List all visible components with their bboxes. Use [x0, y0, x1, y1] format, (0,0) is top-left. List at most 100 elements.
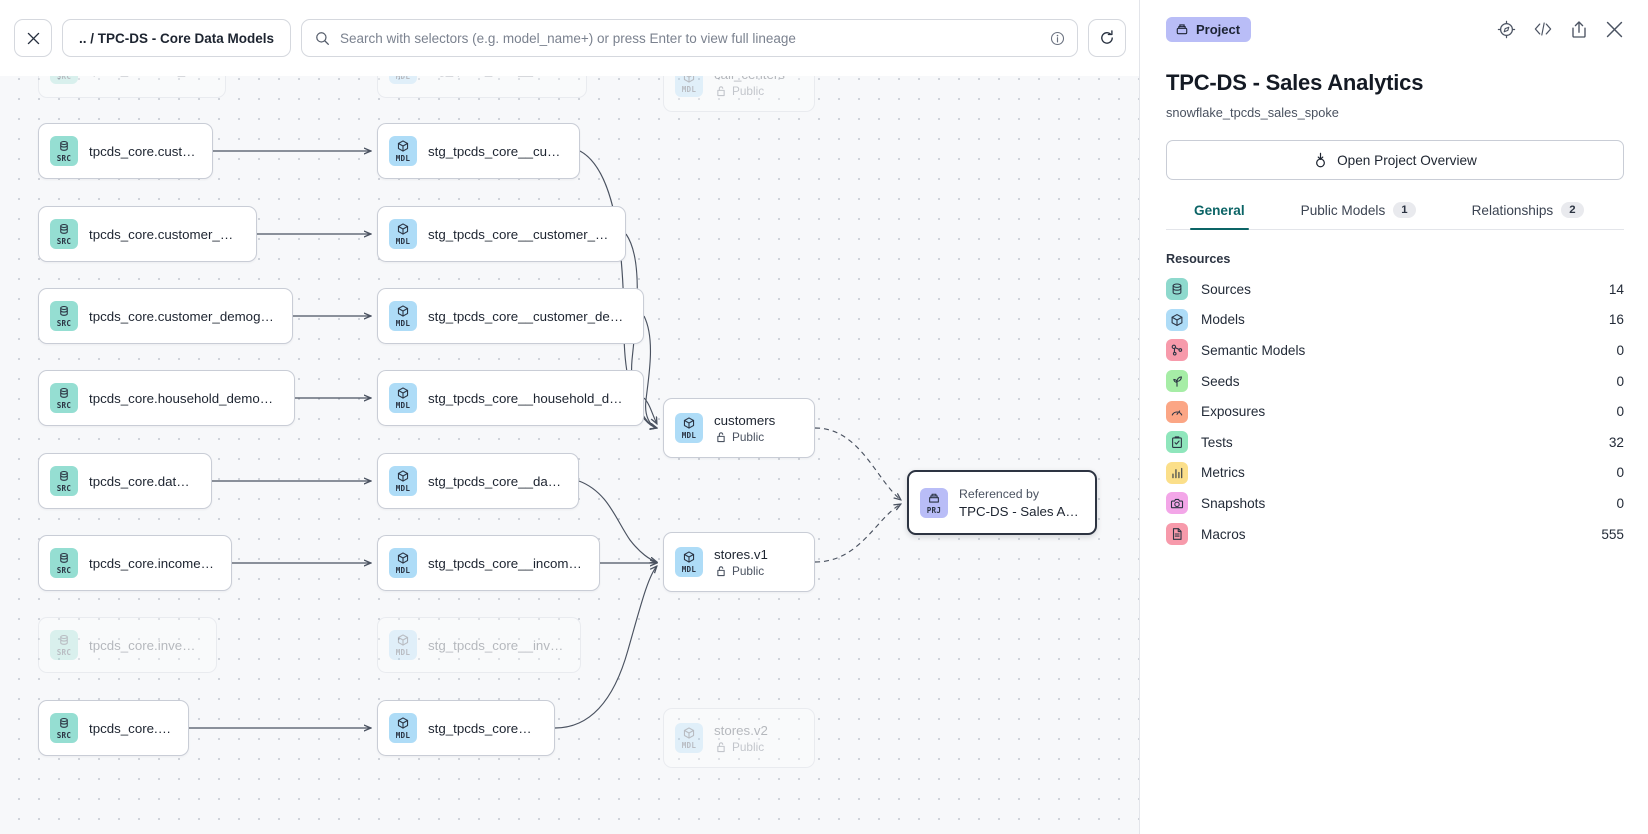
lock-icon	[717, 85, 725, 96]
graph-node-src-inventory[interactable]: SRC tpcds_core.inventory	[38, 617, 217, 673]
code-icon[interactable]	[1533, 20, 1553, 38]
node-title: tpcds_core.store	[89, 720, 172, 736]
node-type-badge-src: SRC	[50, 383, 78, 413]
resource-row-snapshots[interactable]: Snapshots 0	[1166, 488, 1624, 519]
resource-row-seeds[interactable]: Seeds 0	[1166, 366, 1624, 397]
focus-icon[interactable]	[1497, 20, 1516, 39]
node-text: stg_tpcds_core__customer_demogra…	[428, 309, 627, 324]
node-text: tpcds_core.household_demographics	[89, 391, 278, 406]
graph-node-mdl-stg-date-dim[interactable]: MDL stg_tpcds_core__date_dim	[377, 453, 579, 509]
node-title: stg_tpcds_core__customer	[428, 143, 563, 159]
open-project-overview-button[interactable]: Open Project Overview	[1166, 140, 1624, 180]
info-icon[interactable]	[1050, 31, 1065, 46]
node-type-badge-src: SRC	[50, 548, 78, 578]
lock-icon	[717, 431, 725, 442]
graph-node-src-household-demographics[interactable]: SRC tpcds_core.household_demographics	[38, 370, 295, 426]
node-mdl	[397, 717, 409, 729]
clipboard-check-icon	[1166, 431, 1188, 454]
lineage-canvas[interactable]: SRC tpcds_core.call_center SRC tpcds_cor…	[0, 0, 1140, 834]
resource-row-exposures[interactable]: Exposures 0	[1166, 396, 1624, 427]
graph-node-mdl-stg-inventory[interactable]: MDL stg_tpcds_core__inventory	[377, 617, 581, 673]
lock-icon	[717, 741, 725, 752]
node-mdl	[397, 387, 409, 399]
graph-node-src-customer-demographics[interactable]: SRC tpcds_core.customer_demographics	[38, 288, 293, 344]
node-src	[60, 306, 68, 316]
node-title: tpcds_core.income_band	[89, 555, 215, 571]
resource-row-macros[interactable]: Macros 555	[1166, 519, 1624, 550]
node-title: stg_tpcds_core__date_dim	[428, 473, 562, 489]
graph-node-mdl-stg-customer-address[interactable]: MDL stg_tpcds_core__customer_address	[377, 206, 626, 262]
graph-node-src-store[interactable]: SRC tpcds_core.store	[38, 700, 189, 756]
graph-node-mdl-stg-household-demographics[interactable]: MDL stg_tpcds_core__household_demogr…	[377, 370, 644, 426]
resource-row-semantic-models[interactable]: Semantic Models 0	[1166, 335, 1624, 366]
node-src	[60, 224, 68, 234]
database-icon	[1172, 283, 1182, 295]
node-src	[60, 471, 68, 481]
seedling-icon	[1173, 376, 1182, 387]
node-mdl	[683, 417, 695, 429]
refresh-button[interactable]	[1088, 19, 1126, 57]
resource-type-chip: Project	[1166, 16, 1252, 42]
close-lineage-button[interactable]	[14, 19, 52, 57]
node-mdl	[397, 470, 409, 482]
detail-header-actions	[1497, 20, 1624, 39]
node-type-badge-mdl: MDL	[389, 383, 417, 413]
graph-node-mdl-stores-v2[interactable]: MDL stores.v2 Public	[663, 708, 815, 768]
node-src	[60, 553, 68, 563]
tab-general[interactable]: General	[1166, 202, 1273, 230]
node-type-badge-src: SRC	[50, 713, 78, 743]
breadcrumb[interactable]: .. / TPC-DS - Core Data Models	[62, 19, 292, 57]
node-title: customers	[714, 412, 776, 428]
graph-node-mdl-stg-customer[interactable]: MDL stg_tpcds_core__customer	[377, 123, 580, 179]
seedling-icon	[1166, 370, 1188, 393]
resource-row-metrics[interactable]: Metrics 0	[1166, 458, 1624, 489]
node-type-badge-src: SRC	[50, 630, 78, 660]
resource-row-tests[interactable]: Tests 32	[1166, 427, 1624, 458]
node-text: tpcds_core.date_dim	[89, 474, 195, 489]
node-text: stg_tpcds_core__date_dim	[428, 474, 562, 489]
semantic-graph-icon	[1171, 345, 1183, 356]
resource-label: Exposures	[1201, 404, 1266, 420]
graph-node-src-customer[interactable]: SRC tpcds_core.customer	[38, 123, 213, 179]
node-mdl	[397, 552, 409, 564]
resource-count: 0	[1616, 465, 1624, 481]
node-type-badge-mdl: MDL	[389, 630, 417, 660]
graph-node-src-income-band[interactable]: SRC tpcds_core.income_band	[38, 535, 232, 591]
resource-row-models[interactable]: Models 16	[1166, 305, 1624, 336]
close-panel-icon[interactable]	[1605, 20, 1624, 39]
graph-node-mdl-stg-income-band[interactable]: MDL stg_tpcds_core__income_band	[377, 535, 600, 591]
node-type-badge-mdl: MDL	[675, 723, 703, 753]
node-visibility: Public	[714, 430, 775, 444]
graph-node-mdl-stg-store[interactable]: MDL stg_tpcds_core__store	[377, 700, 555, 756]
node-type-badge-prj: PRJ	[920, 487, 948, 518]
node-type-badge-mdl: MDL	[389, 713, 417, 743]
node-type-badge-mdl: MDL	[675, 547, 703, 577]
graph-node-src-customer-address[interactable]: SRC tpcds_core.customer_address	[38, 206, 257, 262]
search-input[interactable]	[340, 30, 1040, 46]
graph-node-mdl-stg-customer-demographics[interactable]: MDL stg_tpcds_core__customer_demogra…	[377, 288, 644, 344]
detail-panel: Project	[1140, 0, 1648, 834]
share-icon[interactable]	[1570, 20, 1588, 39]
node-title: tpcds_core.customer	[89, 143, 196, 159]
node-title: stg_tpcds_core__customer_address	[428, 226, 609, 242]
node-relation-label: Referenced by	[959, 486, 1039, 501]
graph-node-prj-referenced-by[interactable]: PRJ Referenced by TPC-DS - Sales Analyti…	[907, 470, 1097, 535]
node-type-badge-mdl: MDL	[389, 136, 417, 166]
tab-count: 2	[1561, 202, 1584, 218]
graph-node-src-date-dim[interactable]: SRC tpcds_core.date_dim	[38, 453, 212, 509]
camera-icon	[1166, 492, 1188, 515]
graph-node-mdl-stores-v1[interactable]: MDL stores.v1 Public	[663, 532, 815, 592]
graph-node-mdl-customers[interactable]: MDL customers Public	[663, 398, 815, 458]
search-box[interactable]	[301, 19, 1078, 57]
resource-row-sources[interactable]: Sources 14	[1166, 274, 1624, 305]
resource-label: Seeds	[1201, 373, 1240, 389]
camera-icon	[1170, 499, 1184, 509]
tab-label: General	[1194, 202, 1245, 218]
detail-header: Project	[1166, 14, 1624, 44]
node-type-badge-src: SRC	[50, 136, 78, 166]
node-text: tpcds_core.customer	[89, 144, 196, 159]
node-mdl	[683, 727, 695, 739]
